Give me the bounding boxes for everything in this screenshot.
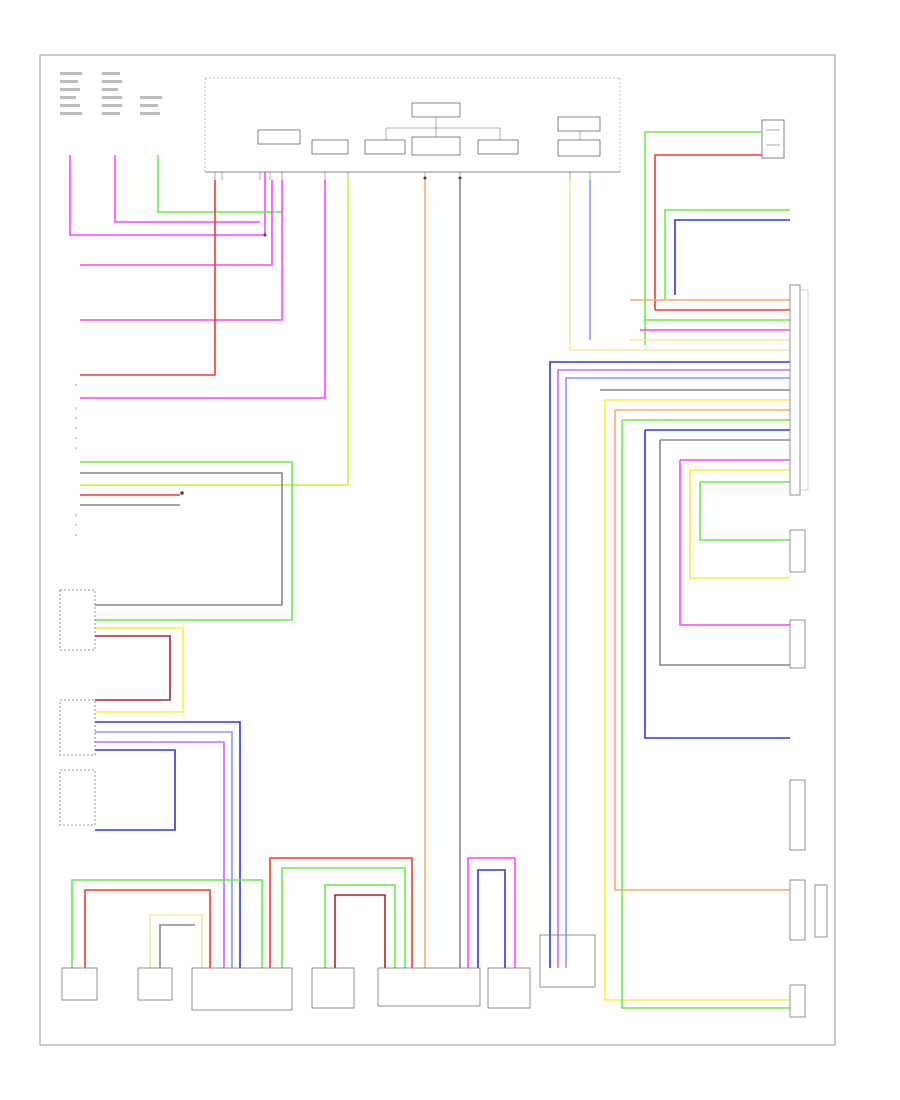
wire-yg-1 bbox=[80, 180, 349, 486]
wire-blue-2 bbox=[95, 749, 176, 831]
wire-red-bm bbox=[269, 857, 413, 968]
wire-green-tr2 bbox=[664, 209, 790, 300]
bottom-components bbox=[61, 934, 596, 1011]
component-4 bbox=[311, 967, 355, 1009]
wire-cream-r1 bbox=[569, 180, 790, 351]
left-pin-column bbox=[75, 384, 77, 536]
wire-green-top bbox=[157, 155, 282, 213]
wire-red-main bbox=[80, 180, 216, 376]
component-5 bbox=[377, 967, 481, 1007]
module-block-7 bbox=[557, 116, 601, 132]
wire-magenta-4 bbox=[80, 180, 283, 321]
module-block-6 bbox=[477, 139, 519, 155]
wire-darkred-bm bbox=[334, 894, 386, 968]
wire-yellow-r2 bbox=[689, 469, 790, 579]
wire-green-r2 bbox=[699, 481, 790, 541]
wire-blue-rb bbox=[549, 361, 790, 968]
module-block-1 bbox=[257, 129, 301, 145]
wire-red-bl bbox=[84, 889, 211, 968]
wire-magenta-2 bbox=[114, 155, 260, 223]
wire-green-bm bbox=[281, 867, 406, 968]
wire-blue-tr bbox=[674, 219, 790, 295]
wire-green-bl bbox=[71, 879, 263, 968]
diagram-border bbox=[39, 54, 836, 1046]
wire-green-bm2 bbox=[324, 884, 396, 968]
wire-yellow-eng bbox=[95, 627, 184, 713]
top-left-sensors bbox=[60, 72, 162, 115]
module-block-2 bbox=[311, 139, 349, 155]
wire-magenta-3 bbox=[80, 180, 273, 266]
wire-magenta-r1 bbox=[679, 459, 790, 626]
wire-magenta-5 bbox=[80, 180, 326, 399]
wire-lightblue-1 bbox=[95, 731, 233, 968]
wire-lightblue-rb bbox=[565, 377, 790, 968]
top-right-relay bbox=[761, 119, 785, 159]
right-components bbox=[789, 529, 828, 1018]
splice-points bbox=[180, 176, 462, 495]
wire-yellow-r1 bbox=[604, 399, 790, 1001]
wire-darkred-eng bbox=[95, 635, 171, 701]
wire-gray-mid bbox=[80, 472, 283, 606]
wire-gray-bl bbox=[159, 924, 195, 968]
wire-blue-bc bbox=[477, 869, 506, 968]
left-components bbox=[59, 589, 96, 826]
component-1 bbox=[61, 967, 98, 1001]
component-2 bbox=[137, 967, 173, 1001]
wire-blue-r2 bbox=[644, 429, 790, 739]
right-connector bbox=[789, 284, 809, 496]
component-7 bbox=[539, 934, 596, 988]
wire-purple-rb bbox=[557, 369, 790, 968]
module-block-8 bbox=[557, 139, 601, 157]
module-block-4 bbox=[411, 102, 461, 118]
module-block-5 bbox=[411, 136, 461, 156]
wire-green-r1 bbox=[621, 419, 790, 1009]
wire-orange-r1 bbox=[614, 409, 790, 891]
component-6 bbox=[487, 967, 531, 1009]
module-block-3 bbox=[364, 139, 406, 155]
wire-green-tr bbox=[644, 131, 762, 345]
wire-cream-bl bbox=[149, 914, 203, 968]
wire-purple-1 bbox=[95, 741, 225, 968]
component-3 bbox=[191, 967, 293, 1011]
wire-green-mid bbox=[80, 461, 293, 621]
wire-magenta-1 bbox=[69, 155, 266, 236]
wire-red-tr bbox=[654, 154, 762, 310]
wire-magenta-bc bbox=[467, 857, 516, 968]
wire-blue-1 bbox=[95, 721, 241, 968]
main-control-module bbox=[204, 77, 621, 180]
wire-gray-r2 bbox=[659, 439, 790, 666]
